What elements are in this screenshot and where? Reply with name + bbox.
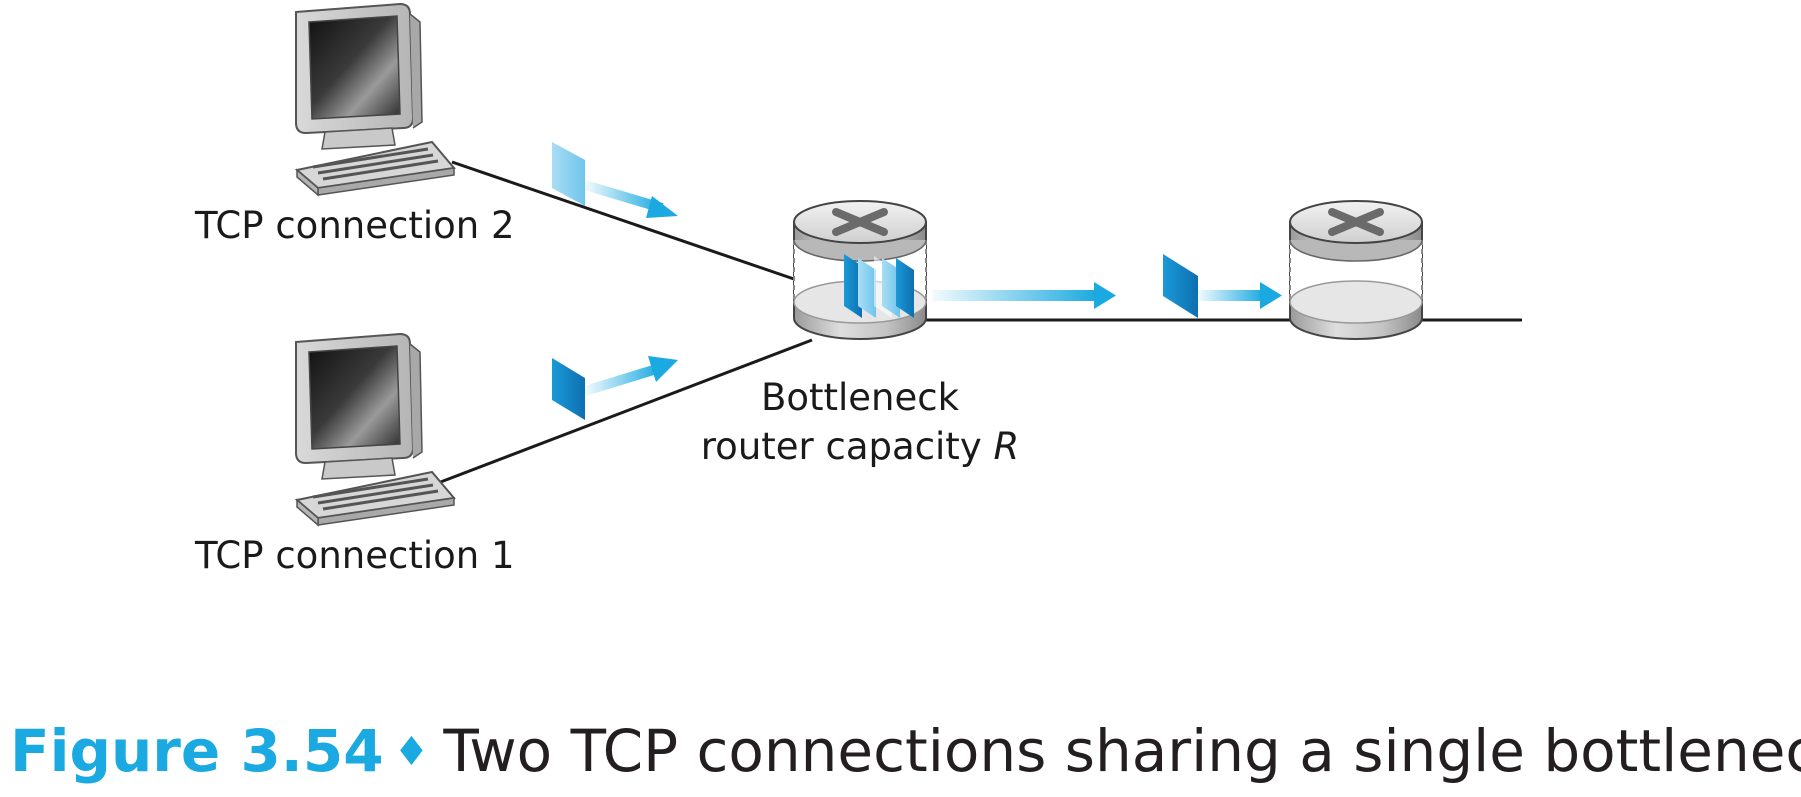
host-computer-icon-bottom: [294, 332, 456, 527]
label-router-capacity: router capacity R: [701, 425, 1019, 468]
flow-arrow-icon-connection-2: [583, 180, 678, 218]
packet-icon-connection-2: [552, 142, 585, 206]
link-host1-router: [437, 338, 813, 485]
label-router-capacity-text: router capacity: [701, 425, 994, 468]
queued-packets-icon: [844, 254, 914, 318]
flow-arrow-icon-connection-1: [583, 356, 678, 396]
label-bottleneck: Bottleneck: [761, 376, 960, 419]
label-tcp-connection-1: TCP connection 1: [194, 534, 515, 577]
packet-icon-connection-1: [552, 358, 585, 420]
packet-icon-in-transit: [1163, 254, 1198, 318]
label-tcp-connection-2: TCP connection 2: [194, 204, 515, 247]
network-diagram: TCP connection 2 TCP connection 1 Bottle…: [194, 2, 1522, 577]
host-computer-icon-top: [294, 2, 456, 197]
flow-arrow-icon-bottleneck-out: [932, 282, 1116, 309]
link-host2-router: [451, 160, 827, 292]
caption-separator-icon: ♦: [393, 729, 430, 775]
downstream-router-icon: [1290, 201, 1422, 339]
flow-arrow-icon-in-transit: [1198, 282, 1282, 309]
figure-caption: Figure 3.54♦ Two TCP connections sharing …: [10, 717, 1801, 785]
caption-text: Two TCP connections sharing a single bot…: [443, 717, 1801, 785]
label-capacity-variable: R: [993, 425, 1019, 468]
figure-number: Figure 3.54: [10, 717, 384, 785]
